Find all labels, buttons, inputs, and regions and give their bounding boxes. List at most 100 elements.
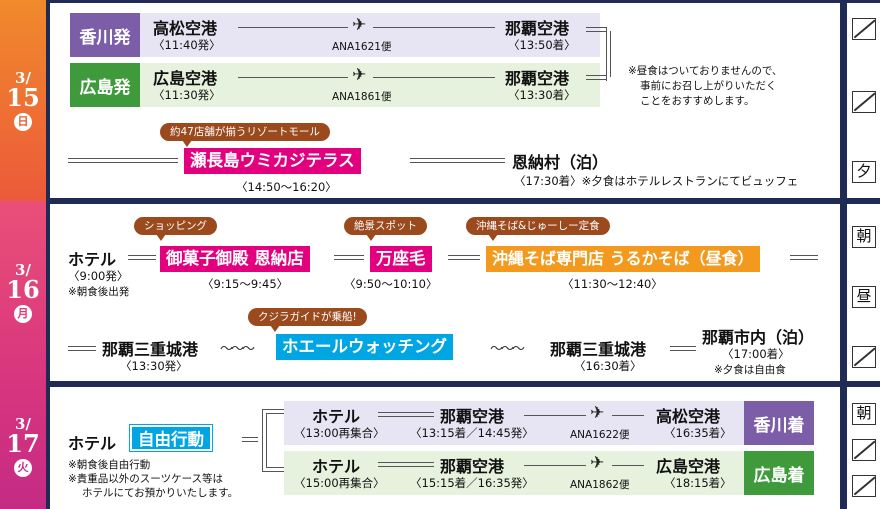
hiroshima-airport: 広島空港	[153, 69, 218, 88]
day2-section: 3/ 16 月 ホテル 〈9:00発〉 ※朝食後出発 ショッピング 御菓子御殿 …	[0, 201, 880, 384]
return1-naha-time: 〈13:15着／14:45発〉	[410, 426, 534, 440]
manzamo: 万座毛	[370, 246, 432, 272]
day2-month: 3/	[15, 260, 31, 279]
day3-note-line1: ※朝食後自由行動	[68, 459, 151, 471]
return1-flight-number: ANA1622便	[570, 429, 630, 441]
return2-naha-time: 〈15:15着／16:35発〉	[410, 476, 534, 490]
day3-weekday: 火	[14, 458, 32, 477]
day1-breakfast-none	[852, 18, 876, 40]
airplane-icon: ✈	[352, 65, 367, 85]
connector-line	[266, 467, 284, 468]
route-line	[524, 415, 586, 416]
airplane-icon: ✈	[590, 403, 605, 423]
route-line	[373, 77, 495, 78]
day2-day: 16	[6, 274, 40, 304]
onna-village-hotel: 恩納村（泊）	[512, 153, 609, 172]
day3-note-line3: ホテルにてお預かりいたします。	[82, 487, 239, 499]
day3-breakfast: 朝	[852, 403, 876, 425]
route-line	[128, 255, 156, 260]
naha-airport: 那覇空港	[505, 19, 570, 38]
senagajima-time: 〈14:50〜16:20〉	[236, 180, 337, 194]
urukasoba-restaurant: 沖縄そば専門店 うるかそば（昼食）	[486, 246, 760, 272]
day2-breakfast: 朝	[852, 226, 876, 248]
connector-line	[266, 413, 267, 467]
hotel-start: ホテル	[68, 250, 117, 269]
connector-line	[610, 31, 611, 77]
airplane-icon: ✈	[352, 15, 367, 35]
day2-weekday: 月	[14, 304, 32, 323]
day1-content: 香川発 高松空港 〈11:40発〉 ✈ ANA1621便 那覇空港 〈13:50…	[50, 3, 840, 198]
hiroshima-return-band	[284, 451, 814, 495]
whale-watching: ホエールウォッチング	[276, 334, 453, 360]
return2-destination-airport: 広島空港	[656, 457, 721, 476]
kagawa-route-band	[70, 13, 600, 57]
kagawa-return-band	[284, 401, 814, 445]
okashi-goten-time: 〈9:15〜9:45〉	[202, 277, 289, 291]
takamatsu-departure-time: 〈11:40発〉	[153, 38, 221, 52]
day2-meals: 朝 昼	[845, 204, 880, 381]
kagawa-departure-label: 香川発	[70, 13, 140, 57]
sea-route-icon: 〜〜〜	[220, 342, 255, 357]
route-line	[373, 27, 495, 28]
day3-content: ホテル 自由行動 ※朝食後自由行動 ※貴重品以外のスーツケース等は ホテルにてお…	[50, 387, 840, 509]
connector-line	[262, 471, 284, 472]
day1-month: 3/	[15, 68, 31, 87]
connector-line	[586, 75, 606, 80]
kagawa-arrival-label: 香川着	[744, 401, 814, 445]
route-line	[448, 255, 480, 260]
day3-month: 3/	[15, 414, 31, 433]
breakfast-note: ※朝食後出発	[68, 286, 130, 298]
naha-mieguchi-port-departure: 那覇三重城港	[102, 340, 199, 359]
connector-line	[242, 437, 258, 442]
day3-note-line2: ※貴重品以外のスーツケース等は	[68, 473, 224, 485]
naha-arrival-time: 〈13:30着〉	[508, 88, 576, 102]
return2-hotel-time: 〈15:00再集合〉	[294, 476, 385, 490]
lunch-note-line1: ※昼食はついておりませんので、	[628, 65, 783, 77]
hotel-departure-time: 〈9:00発〉	[68, 269, 129, 283]
return1-arrival-time: 〈16:35着〉	[664, 426, 732, 440]
kagawa-flight-number: ANA1621便	[332, 41, 392, 53]
whale-guide-tag: クジラガイドが乗船!	[248, 308, 367, 332]
onna-arrival-note: 〈17:30着〉※夕食はホテルレストランにてビュッフェ	[514, 174, 799, 188]
dinner-free-note: ※夕食は自由食	[714, 364, 786, 376]
return1-hotel-time: 〈13:00再集合〉	[294, 426, 385, 440]
connector-line	[266, 413, 284, 414]
lunch-note-line2: 事前にお召し上がりいただく	[640, 80, 777, 92]
port-arrival-time: 〈16:30着〉	[574, 359, 642, 373]
route-line	[790, 255, 818, 260]
naha-city-hotel: 那覇市内（泊）	[702, 328, 815, 347]
return1-destination-airport: 高松空港	[656, 407, 721, 426]
connector-line	[606, 27, 607, 81]
route-line	[612, 415, 644, 416]
route-line	[334, 255, 364, 260]
day3-meals: 朝	[845, 387, 880, 509]
lunch-note-line3: ことをおすすめします。	[640, 95, 755, 107]
sea-route-icon: 〜〜〜	[490, 342, 525, 357]
return2-hotel: ホテル	[312, 457, 361, 476]
route-line	[612, 465, 644, 466]
urukasoba-time: 〈11:30〜12:40〉	[562, 277, 663, 291]
airplane-icon: ✈	[590, 453, 605, 473]
return2-naha-airport: 那覇空港	[440, 457, 505, 476]
connector-line	[586, 27, 606, 32]
day1-dinner: 夕	[852, 161, 876, 183]
route-line	[378, 412, 434, 417]
route-line	[670, 346, 696, 351]
naha-mieguchi-port-arrival: 那覇三重城港	[550, 340, 647, 359]
day3-day: 17	[6, 428, 40, 458]
return2-arrival-time: 〈18:15着〉	[664, 476, 732, 490]
day1-lunch-none	[852, 91, 876, 113]
connector-line	[262, 409, 263, 471]
route-line	[524, 465, 586, 466]
resort-mall-tag: 約47店舗が揃うリゾートモール	[160, 123, 330, 147]
route-line	[68, 158, 178, 163]
hiroshima-route-band	[70, 63, 600, 107]
free-time-activity: 自由行動	[129, 424, 213, 452]
day1-date: 3/ 15 日	[0, 0, 46, 201]
naha-hotel-arrival-time: 〈17:00着〉	[722, 347, 790, 361]
return1-naha-airport: 那覇空港	[440, 407, 505, 426]
day1-meals: 夕	[845, 3, 880, 198]
takamatsu-airport: 高松空港	[153, 19, 218, 38]
hiroshima-arrival-label: 広島着	[744, 451, 814, 495]
